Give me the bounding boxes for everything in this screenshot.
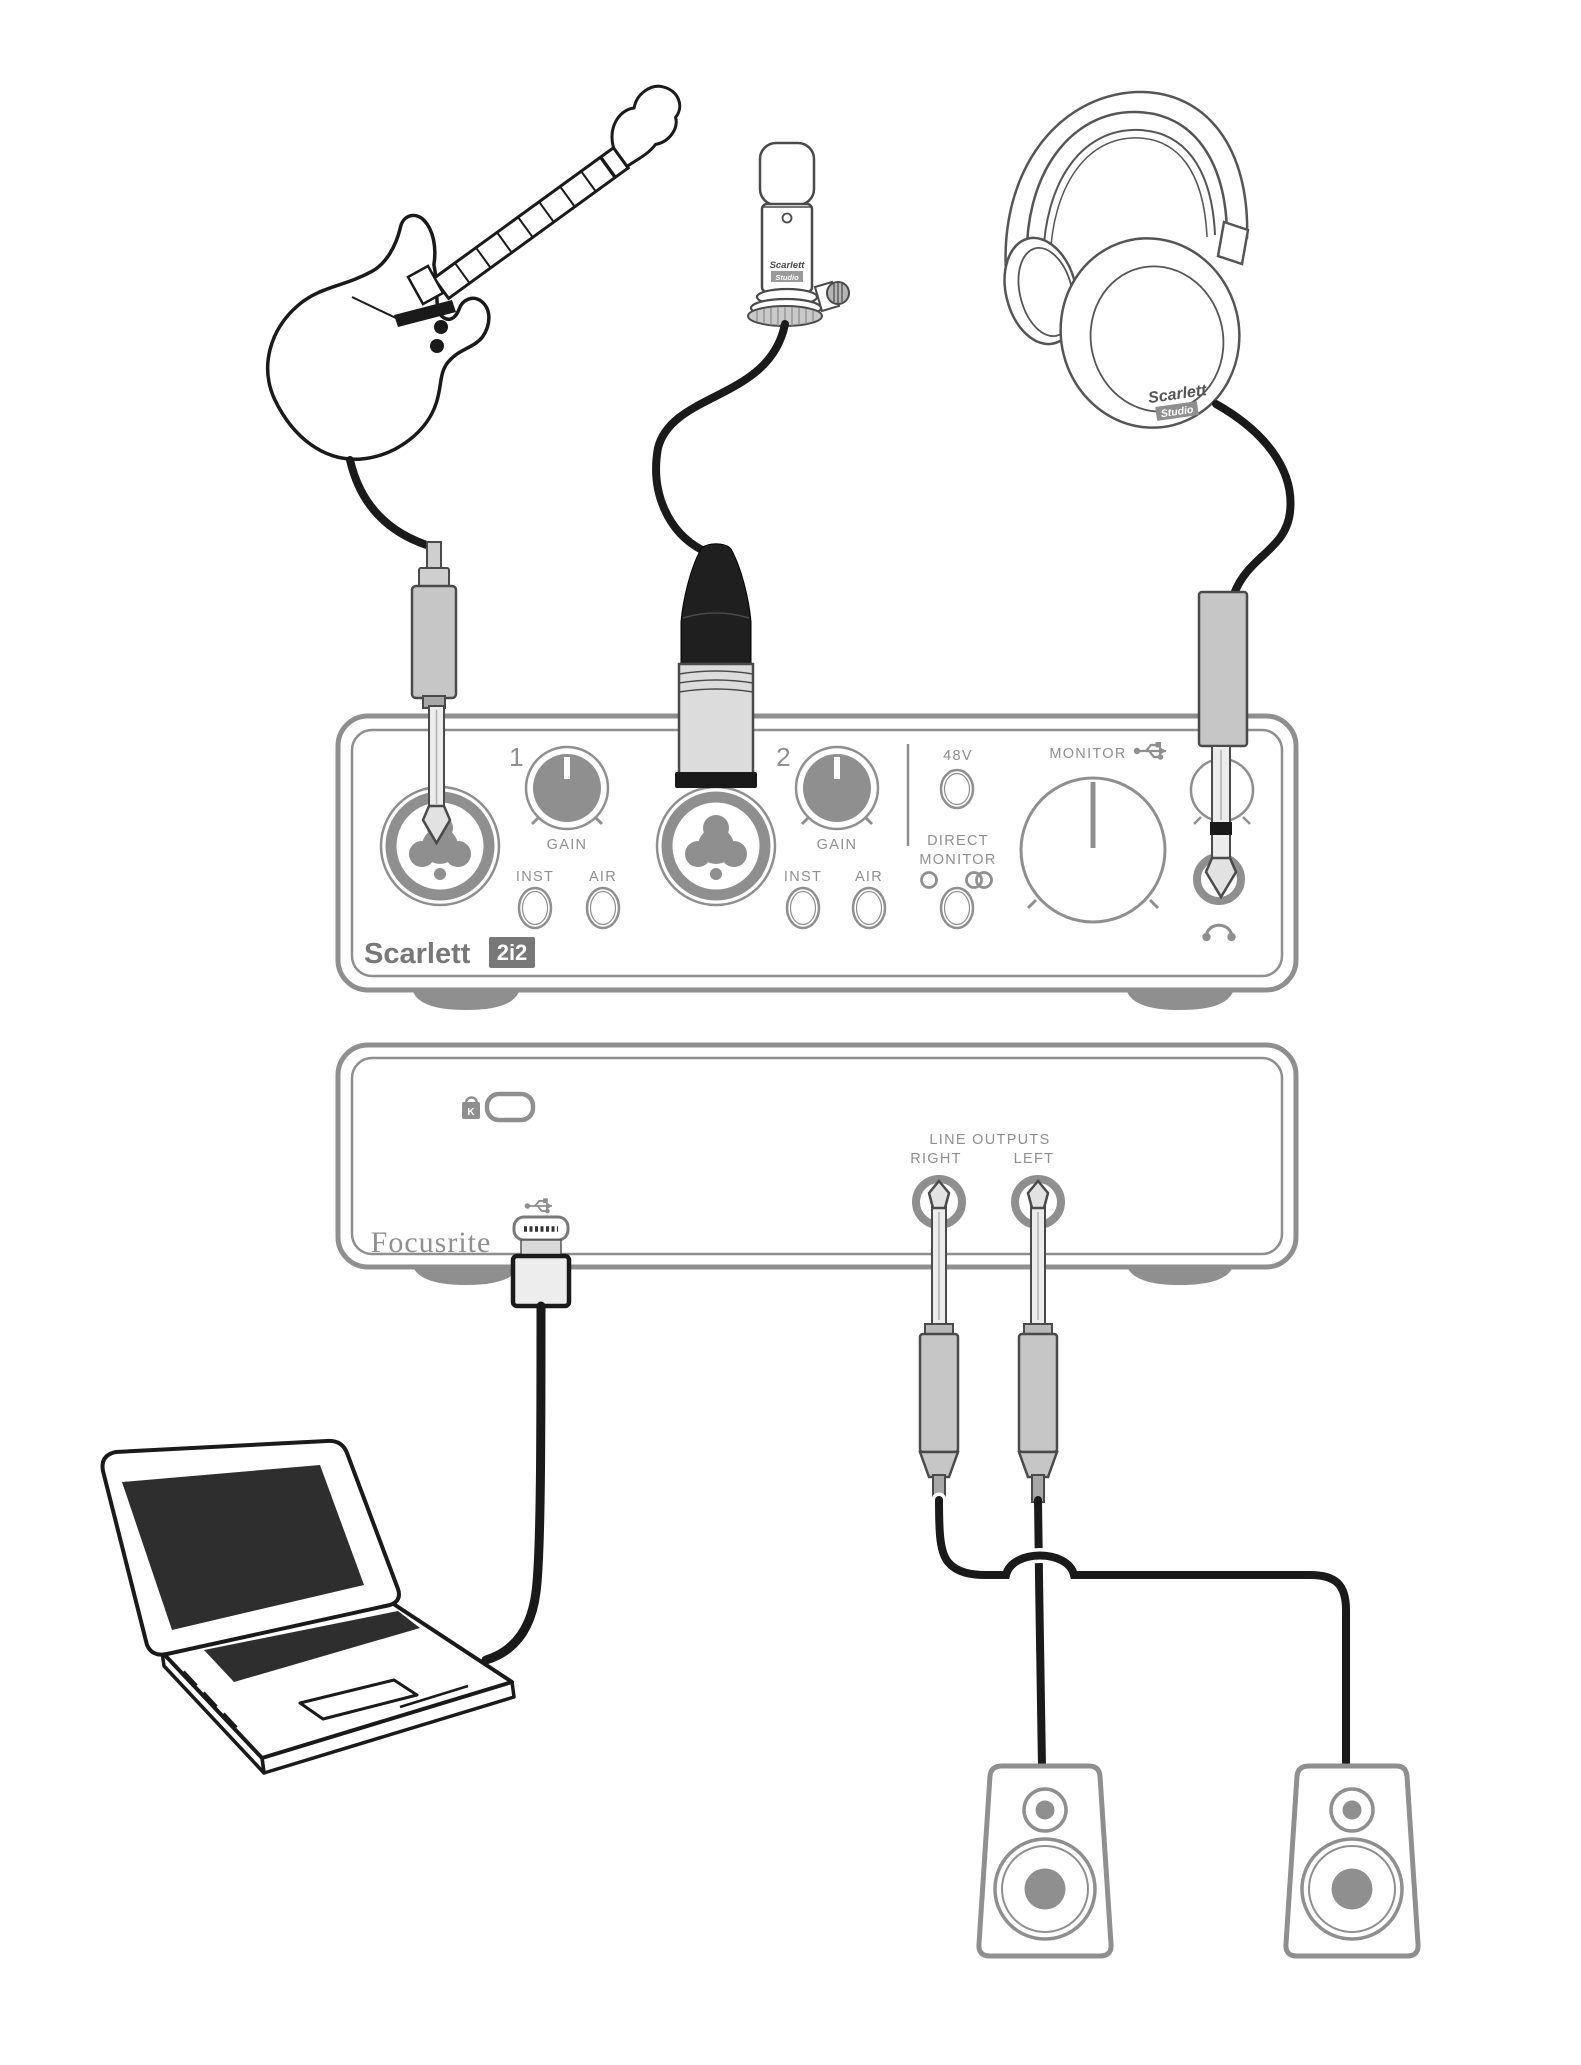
headphones-illustration: Scarlett Studio: [1003, 90, 1250, 429]
guitar-illustration: [266, 84, 682, 461]
speaker-woofer-ring: [1308, 1845, 1396, 1933]
headphone-icon: [1202, 923, 1236, 942]
headphones-hanger: [1216, 220, 1250, 266]
air-label-1: AIR: [589, 869, 617, 885]
channel-2-number: 2: [776, 742, 792, 772]
headphones-innerband: [1042, 128, 1216, 261]
laptop-trackpad: [298, 1678, 419, 1721]
monitor-knob: [1019, 776, 1167, 924]
front-panel: 1 GAIN INST AIR 2 GAIN INST: [335, 713, 1299, 1010]
speaker-tweeter-dome: [1342, 1800, 1362, 1820]
air-button-2: [851, 886, 887, 930]
inst-button-1: [517, 886, 553, 930]
laptop-screen: [122, 1465, 364, 1630]
gain-knob-2: [794, 745, 880, 831]
speaker-woofer-ring: [1001, 1845, 1089, 1933]
right-speaker-cable-underlay: [931, 1492, 1354, 1776]
logo-model-box: [489, 937, 535, 968]
svg-text:K: K: [467, 1107, 475, 1118]
headphones-innerband: [1049, 137, 1208, 263]
line-output-left-plug: [1017, 1179, 1059, 1503]
guitar-pickup: [406, 264, 445, 306]
gain-label-2: GAIN: [817, 837, 858, 853]
focusrite-logo: Focusrite: [371, 1226, 492, 1259]
right-speaker-cable: [935, 1496, 1350, 1772]
guitar-neck: [431, 145, 631, 301]
direct-monitor-label-2: MONITOR: [919, 852, 996, 868]
xlr-plug-input-2: [675, 543, 757, 788]
gain-label-1: GAIN: [547, 837, 588, 853]
left-output-label: LEFT: [1014, 1151, 1055, 1167]
line-outputs-label: LINE OUTPUTS: [929, 1132, 1050, 1148]
cables-top: [346, 320, 1295, 598]
guitar-bridge: [394, 300, 456, 327]
guitar-knob-dot: [430, 339, 444, 353]
mic-model-label: Studio: [775, 273, 799, 282]
mic-led: [781, 212, 793, 224]
usb-icon-back: [524, 1198, 553, 1214]
right-output-label: RIGHT: [910, 1151, 962, 1167]
left-speaker-cable: [1034, 1496, 1046, 1772]
inst-label-1: INST: [516, 869, 554, 885]
logo-model-text: 2i2: [497, 940, 528, 965]
speaker-right: [1283, 1763, 1421, 1959]
guitar-knob-dot: [434, 320, 448, 334]
air-label-2: AIR: [855, 869, 883, 885]
inst-label-2: INST: [784, 869, 822, 885]
headphone-plug: [1197, 590, 1249, 900]
speaker-tweeter-dome: [1035, 1800, 1055, 1820]
kensington-lock-icon: K: [462, 1096, 480, 1119]
microphone-illustration: Scarlett Studio: [747, 141, 850, 327]
usb-icon: [1133, 742, 1166, 760]
direct-monitor-label-1: DIRECT: [927, 833, 989, 849]
speaker-cables: [931, 1492, 1354, 1776]
usb-cable: [481, 1301, 546, 1665]
inst-button-2: [785, 886, 821, 930]
direct-monitor-button: [939, 886, 975, 930]
back-panel-inner: [350, 1056, 1284, 1256]
mono-icon: [920, 871, 938, 889]
mic-cable: [652, 320, 789, 554]
phantom-power-button: [939, 768, 975, 810]
monitor-label: MONITOR: [1049, 746, 1126, 762]
combo-jack-input-2: [655, 785, 777, 907]
kensington-slot: [484, 1091, 536, 1123]
guitar-detail-line: [351, 296, 399, 320]
speaker-woofer-dome: [1024, 1868, 1066, 1910]
laptop-keyboard: [204, 1611, 420, 1682]
usb-plug-shell: [510, 1239, 572, 1309]
headphones-model-label: Studio: [1160, 404, 1195, 421]
stereo-icon: [965, 871, 993, 889]
line-output-right-plug: [918, 1179, 960, 1503]
guitar-cable: [346, 456, 437, 551]
speaker-woofer-dome: [1331, 1868, 1373, 1910]
front-panel-foot: [412, 988, 520, 1010]
mic-brand-label: Scarlett: [770, 260, 806, 271]
channel-1-number: 1: [509, 742, 525, 772]
headphones-cable: [1212, 400, 1295, 598]
combo-jack-input-1: [379, 785, 501, 907]
jack-plug-input-1: [410, 541, 458, 846]
speaker-left: [976, 1763, 1114, 1959]
guitar-headstock: [610, 84, 682, 168]
mic-grille: [758, 141, 816, 207]
laptop-illustration: [100, 1438, 516, 1775]
front-panel-foot: [1126, 988, 1234, 1010]
laptop-slot: [399, 1684, 469, 1709]
air-button-1: [585, 886, 621, 930]
front-panel-inner: [350, 728, 1284, 978]
guitar-frets: [454, 156, 617, 284]
phantom-power-label: 48V: [943, 748, 973, 764]
laptop-ports: [181, 1670, 238, 1730]
mic-model-badge: [771, 271, 803, 282]
back-panel: K Focusrite LINE OUTPUTS RIGHT LEFT: [335, 1042, 1299, 1285]
headphones-model-badge: [1155, 401, 1199, 421]
scarlett-logo: Scarlett: [364, 938, 471, 970]
gain-knob-1: [524, 745, 610, 831]
